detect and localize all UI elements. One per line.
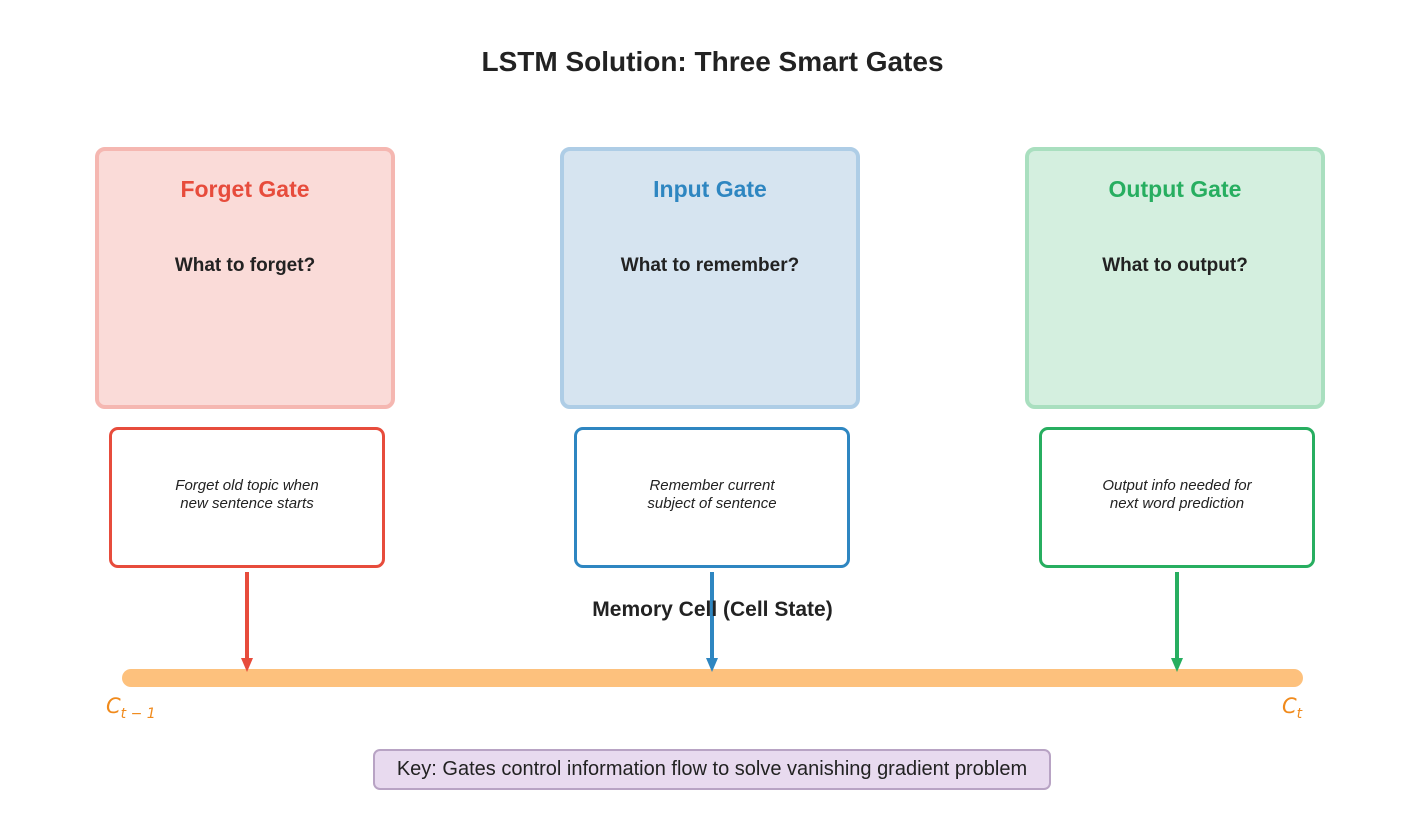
output-gate-description: Output info needed for next word predict… <box>1102 477 1252 512</box>
forget-gate-arrowhead <box>241 658 253 672</box>
input-gate-box: Input Gate What to remember? <box>560 147 860 409</box>
forget-gate-description: Forget old topic when new sentence start… <box>175 477 319 512</box>
cell-state-start-label: Ct − 1 <box>106 694 156 722</box>
cell-state-bar <box>122 669 1303 687</box>
input-gate-description-box: Remember current subject of sentence <box>574 427 850 568</box>
input-gate-arrow <box>710 572 714 660</box>
cell-state-end-label: Ct <box>1282 694 1302 722</box>
output-gate-box: Output Gate What to output? <box>1025 147 1325 409</box>
input-gate-arrowhead <box>706 658 718 672</box>
key-legend: Key: Gates control information flow to s… <box>373 749 1051 790</box>
forget-gate-question: What to forget? <box>174 255 316 276</box>
forget-gate-description-box: Forget old topic when new sentence start… <box>109 427 385 568</box>
output-gate-arrowhead <box>1171 658 1183 672</box>
c-current-symbol: C <box>1282 694 1297 718</box>
c-prev-symbol: C <box>106 694 121 718</box>
forget-gate-arrow <box>245 572 249 660</box>
input-gate-title: Input Gate <box>653 176 767 202</box>
diagram-title: LSTM Solution: Three Smart Gates <box>481 46 944 77</box>
forget-gate-box: Forget Gate What to forget? <box>95 147 395 409</box>
output-gate-description-box: Output info needed for next word predict… <box>1039 427 1315 568</box>
forget-gate-title: Forget Gate <box>180 176 310 202</box>
cell-state-label: Memory Cell (Cell State) <box>592 598 833 621</box>
c-current-subscript: t <box>1296 706 1303 723</box>
c-prev-subscript: t − 1 <box>120 706 156 723</box>
input-gate-question: What to remember? <box>620 255 800 276</box>
output-gate-title: Output Gate <box>1108 176 1242 202</box>
input-gate-description: Remember current subject of sentence <box>647 477 777 512</box>
output-gate-arrow <box>1175 572 1179 660</box>
output-gate-question: What to output? <box>1102 255 1248 276</box>
